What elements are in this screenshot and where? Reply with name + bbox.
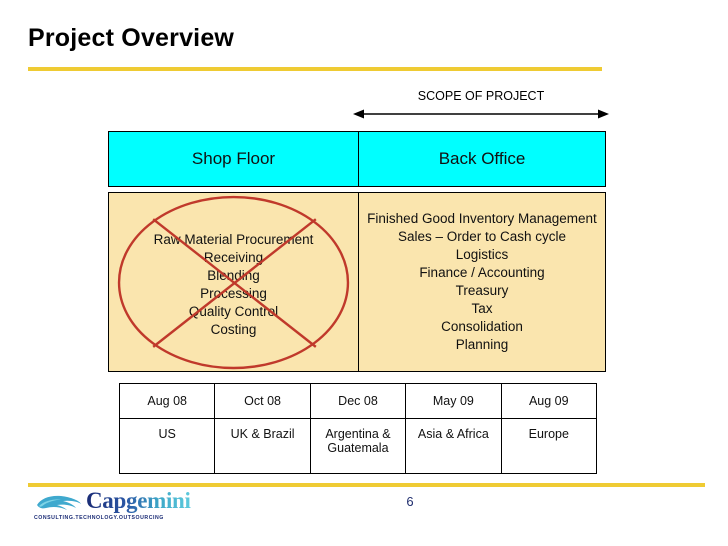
list-item: Finished Good Inventory Management <box>367 211 597 226</box>
back-office-item-list: Finished Good Inventory Management Sales… <box>367 210 597 354</box>
logo-wordmark: Capgemini <box>86 488 191 513</box>
timeline-region-cell: US <box>118 418 216 474</box>
scope-label: SCOPE OF PROJECT <box>417 89 545 103</box>
header-cell-shop-floor-label: Shop Floor <box>191 149 276 168</box>
timeline-date-cell: Aug 09 <box>500 383 598 419</box>
diagram-content-band: Raw Material Procurement Receiving Blend… <box>108 192 606 372</box>
footer-divider-rule <box>28 483 705 487</box>
list-item: Quality Control <box>188 304 279 319</box>
list-item: Receiving <box>203 250 264 265</box>
list-item: Treasury <box>455 283 509 298</box>
content-cell-shop-floor: Raw Material Procurement Receiving Blend… <box>109 193 359 371</box>
table-row: US UK & Brazil Argentina & Guatemala Asi… <box>118 418 598 474</box>
diagram-header-band: Shop Floor Back Office <box>108 131 606 187</box>
timeline-date-cell: Aug 08 <box>118 383 216 419</box>
list-item: Finance / Accounting <box>419 265 545 280</box>
content-cell-back-office: Finished Good Inventory Management Sales… <box>359 193 605 371</box>
list-item: Planning <box>455 337 509 352</box>
capgemini-logo: Capgemini CONSULTING.TECHNOLOGY.OUTSOURC… <box>31 488 191 528</box>
double-arrow-icon <box>353 109 609 119</box>
header-cell-back-office: Back Office <box>359 132 605 186</box>
timeline-date-cell: Oct 08 <box>214 383 311 419</box>
swoosh-icon <box>37 495 81 510</box>
logo-tagline: CONSULTING.TECHNOLOGY.OUTSOURCING <box>34 515 164 521</box>
list-item: Tax <box>471 301 493 316</box>
page-number: 6 <box>406 494 414 509</box>
header-cell-back-office-label: Back Office <box>438 149 526 168</box>
list-item: Costing <box>210 322 257 337</box>
header-cell-shop-floor: Shop Floor <box>109 132 359 186</box>
shop-floor-item-list: Raw Material Procurement Receiving Blend… <box>154 231 314 339</box>
list-item: Sales – Order to Cash cycle <box>397 229 567 244</box>
timeline-region-cell: Argentina & Guatemala <box>309 418 407 474</box>
title-divider-rule <box>28 67 602 71</box>
timeline-region-cell: Europe <box>500 418 598 474</box>
list-item: Blending <box>207 268 260 283</box>
table-row: Aug 08 Oct 08 Dec 08 May 09 Aug 09 <box>118 383 598 419</box>
timeline-date-cell: Dec 08 <box>309 383 407 419</box>
timeline-region-cell: Asia & Africa <box>405 418 502 474</box>
list-item: Logistics <box>455 247 509 262</box>
timeline-region-cell: UK & Brazil <box>214 418 311 474</box>
list-item: Processing <box>200 286 267 301</box>
timeline-date-cell: May 09 <box>405 383 502 419</box>
page-title: Project Overview <box>28 24 235 52</box>
timeline-table: Aug 08 Oct 08 Dec 08 May 09 Aug 09 US UK… <box>118 383 598 474</box>
list-item: Consolidation <box>441 319 523 334</box>
list-item: Raw Material Procurement <box>153 232 314 247</box>
